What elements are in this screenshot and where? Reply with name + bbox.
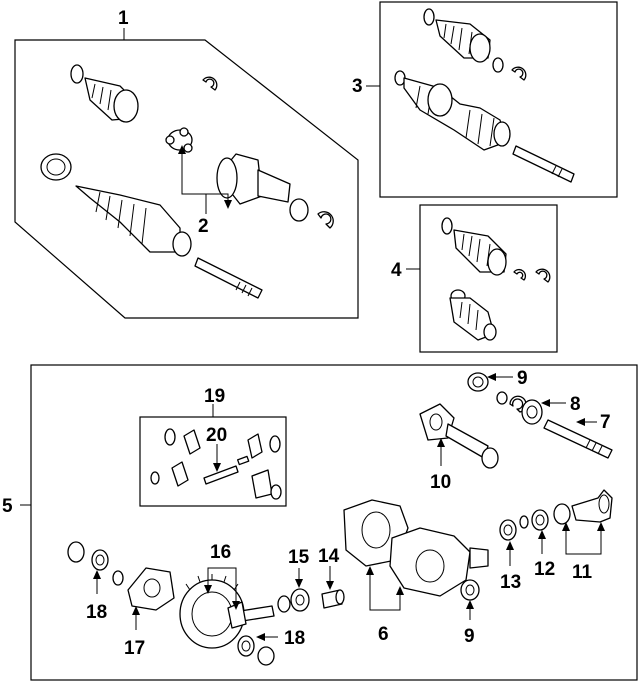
group-4-parts bbox=[441, 217, 551, 341]
group-3-parts bbox=[394, 8, 575, 183]
callout-18-right: 18 bbox=[284, 628, 305, 649]
snap-ring bbox=[202, 76, 218, 91]
part-7-shaft bbox=[543, 419, 613, 459]
callout-12: 12 bbox=[534, 559, 555, 580]
callout-19: 19 bbox=[204, 386, 225, 407]
callout-16: 16 bbox=[210, 542, 231, 563]
cv-boot-upper bbox=[70, 64, 139, 123]
callout-6: 6 bbox=[378, 624, 389, 645]
callout-7: 7 bbox=[600, 412, 611, 433]
part-13-seal bbox=[499, 519, 517, 541]
callout-20: 20 bbox=[206, 425, 227, 446]
callout-2: 2 bbox=[198, 216, 209, 237]
part-12-bearing bbox=[519, 509, 549, 531]
callout-9-lower: 9 bbox=[464, 626, 475, 647]
callout-10: 10 bbox=[430, 472, 451, 493]
callout-14: 14 bbox=[318, 546, 340, 567]
callout-17: 17 bbox=[124, 638, 145, 659]
inner-joint-housing bbox=[216, 153, 334, 229]
callout-3: 3 bbox=[352, 76, 363, 97]
group-3-frame bbox=[379, 1, 618, 198]
part-17-differential-case bbox=[112, 567, 175, 611]
part-16-ring-pinion-gear bbox=[179, 574, 275, 649]
callout-8: 8 bbox=[570, 394, 581, 415]
callout-11: 11 bbox=[572, 562, 593, 583]
group-1-frame bbox=[14, 39, 359, 319]
part-18-bearing-left bbox=[67, 541, 109, 571]
callout-4: 4 bbox=[391, 260, 402, 281]
part-6-carrier-housing bbox=[343, 499, 489, 597]
differential-pinion-set bbox=[150, 428, 282, 500]
callout-9-upper: 9 bbox=[517, 368, 528, 389]
callout-2-leader bbox=[178, 145, 232, 214]
part-18-bearing-right bbox=[237, 635, 275, 666]
part-10-axle-flange bbox=[419, 403, 499, 469]
group-5-frame bbox=[30, 364, 638, 681]
part-11-flange bbox=[553, 489, 613, 525]
callout-1: 1 bbox=[118, 8, 129, 29]
part-14-collapsible-spacer bbox=[321, 589, 345, 609]
tripod-joint bbox=[165, 127, 193, 153]
group-4-frame bbox=[419, 204, 558, 353]
callout-5: 5 bbox=[2, 496, 13, 517]
part-9-seal-lower bbox=[460, 579, 480, 601]
part-8-bearing bbox=[496, 391, 543, 425]
outer-boot-assembly bbox=[40, 153, 263, 299]
callout-15: 15 bbox=[288, 547, 310, 568]
callout-13: 13 bbox=[500, 572, 521, 593]
part-15-bearing bbox=[277, 588, 310, 613]
callout-18-left: 18 bbox=[86, 602, 107, 623]
part-9-seal-upper bbox=[467, 372, 489, 392]
